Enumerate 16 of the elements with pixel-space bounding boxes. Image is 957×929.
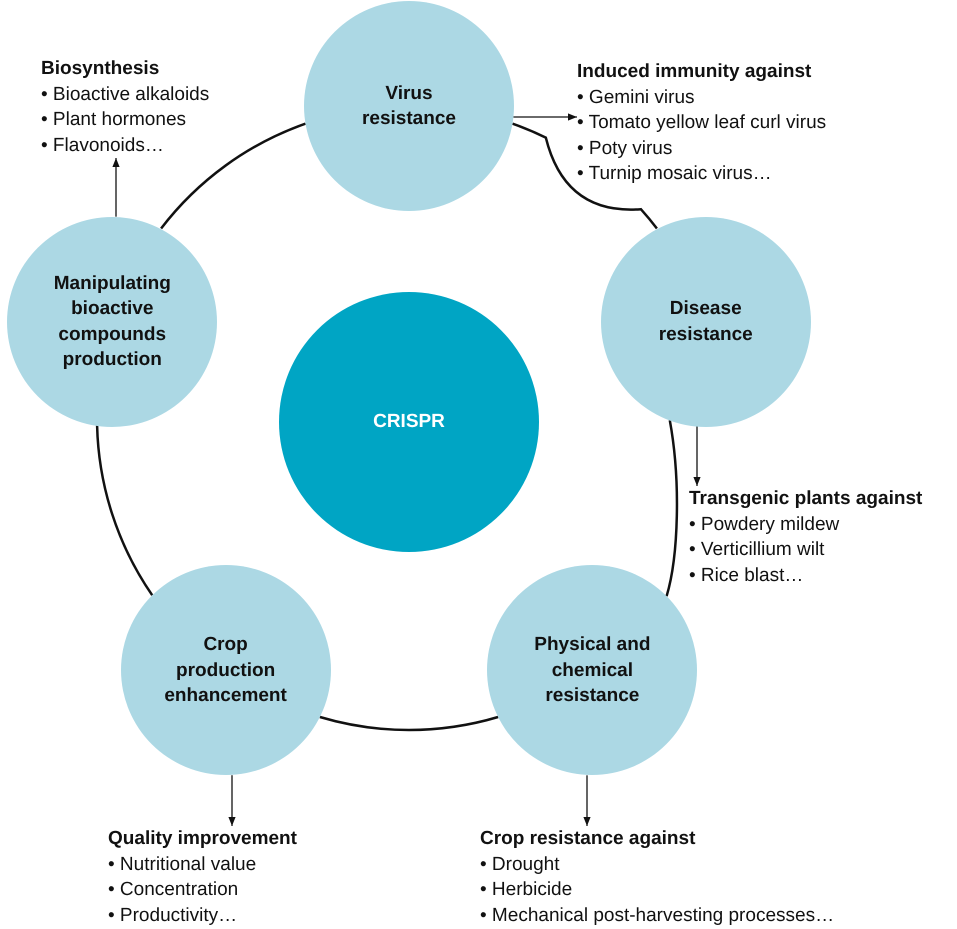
circle-label: Physical and chemical resistance xyxy=(533,633,652,708)
arrow xyxy=(112,158,120,217)
circle-label: CRISPR xyxy=(373,410,445,434)
circle-label: Crop production enhancement xyxy=(163,633,288,708)
circle-label: Disease resistance xyxy=(658,297,754,347)
ring-arc xyxy=(96,426,154,596)
ring-arc xyxy=(512,122,658,230)
arrow xyxy=(513,113,577,121)
arrow xyxy=(693,426,701,486)
arrow xyxy=(583,775,591,826)
ring-arc xyxy=(160,122,306,230)
arrow xyxy=(228,775,236,826)
ring-arc xyxy=(320,716,498,731)
ring-arc xyxy=(665,420,678,597)
circle-label: Virus resistance xyxy=(360,82,457,131)
circle-label: Manipulating bioactive compounds production xyxy=(52,272,172,372)
